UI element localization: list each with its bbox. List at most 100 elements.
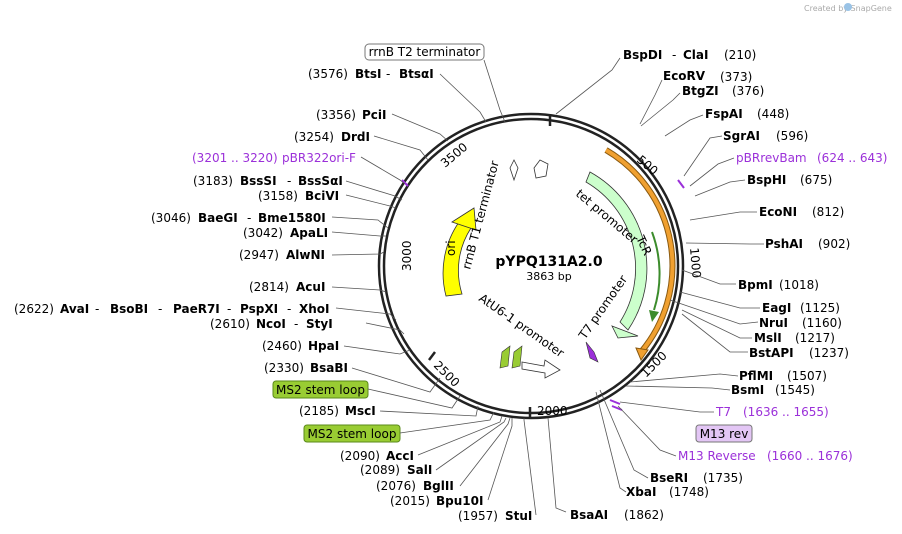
site-pcii[interactable]: (3356) PciI: [316, 108, 387, 122]
site-bpu10i-pos: (2015): [390, 494, 430, 508]
site-alwni[interactable]: (2947) AlwNI: [239, 248, 325, 262]
site-bsabi-pos: (2330): [264, 361, 304, 375]
rrnb-t1-terminator-feature[interactable]: [533, 159, 549, 179]
site-econi-name: EcoNI: [759, 205, 797, 219]
site-ecorv[interactable]: EcoRV (373): [663, 69, 752, 84]
site-bspdi-clai[interactable]: BspDI - ClaI (210): [623, 48, 756, 62]
site-bsaai-name: BsaAI: [570, 508, 608, 522]
site-acci-pos: (2090): [340, 449, 380, 463]
ms2-stem-loop-2-text: MS2 stem loop: [308, 427, 397, 441]
site-sali[interactable]: (2089) SalI: [360, 463, 432, 477]
primer-pbrrevbam-pos: (624 .. 643): [817, 151, 887, 165]
site-sgrai-name: SgrAI: [723, 129, 760, 143]
site-sgrai-pos: (596): [776, 129, 808, 143]
site-bsssai-name: BssSαI: [298, 174, 343, 188]
primer-pbrrevbam[interactable]: pBRrevBam (624 .. 643): [736, 151, 887, 165]
site-btsi-btsai[interactable]: (3576) BtsI - BtsαI: [308, 67, 434, 81]
site-eagi[interactable]: EagI (1125): [762, 301, 840, 315]
site-msli-name: MslI: [754, 331, 782, 345]
site-bseri[interactable]: BseRI (1735): [650, 471, 743, 485]
pbrrevbam-primer-mark[interactable]: [677, 179, 685, 189]
site-btgzi-pos: (376): [732, 84, 764, 98]
orange-feature-arc[interactable]: [604, 148, 675, 354]
site-bsphi[interactable]: BspHI (675): [747, 173, 832, 187]
ori-arrowhead: [451, 207, 477, 231]
primer-t7-name: T7: [715, 405, 731, 419]
ms2-stem-loop-2-box[interactable]: MS2 stem loop: [303, 424, 401, 443]
ms2-stem-loop-2-feature[interactable]: [511, 345, 523, 369]
right-leader-lines: [547, 57, 764, 513]
site-eagi-name: EagI: [762, 301, 791, 315]
site-xbai[interactable]: XbaI (1748): [626, 485, 709, 499]
rrnb-t2-terminator-feature[interactable]: [509, 159, 519, 182]
snapgene-logo-icon: [844, 3, 852, 11]
site-acci-name: AccI: [386, 449, 414, 463]
site-bpu10i-name: Bpu10I: [436, 494, 483, 508]
m13-primer-mark[interactable]: [611, 405, 623, 411]
site-drdi-name: DrdI: [341, 130, 370, 144]
site-avai-name: AvaI: [60, 302, 89, 316]
site-msci[interactable]: (2185) MscI: [299, 404, 376, 418]
site-hpai[interactable]: (2460) HpaI: [262, 339, 339, 353]
ms2-stem-loop-1-feature[interactable]: [499, 345, 511, 369]
t7-promoter-arrow[interactable]: [585, 341, 599, 363]
t7-primer-mark[interactable]: [609, 399, 621, 405]
site-econi[interactable]: EcoNI (812): [759, 205, 844, 219]
site-bseri-name: BseRI: [650, 471, 688, 485]
site-msli[interactable]: MslI (1217): [754, 331, 835, 345]
site-bsaai-pos: (1862): [624, 508, 664, 522]
primer-t7[interactable]: T7 (1636 .. 1655): [715, 405, 829, 419]
site-nrui[interactable]: NruI (1160): [759, 316, 842, 330]
site-styi-name: StyI: [306, 317, 333, 331]
site-sep-dash: -: [227, 302, 231, 316]
site-bsssi-bsssai[interactable]: (3183) BssSI - BssSαI: [193, 174, 343, 188]
tick-3000: 3000: [400, 240, 414, 271]
site-pshai-name: PshAI: [765, 237, 803, 251]
atu6-promoter-arrow[interactable]: [521, 359, 561, 379]
rrnb-t2-terminator-box[interactable]: rrnB T2 terminator: [364, 43, 485, 61]
site-acui[interactable]: (2814) AcuI: [249, 280, 325, 294]
site-bseri-pos: (1735): [703, 471, 743, 485]
tcr-cds-arrow[interactable]: [585, 171, 648, 331]
site-pflmi[interactable]: PflMI (1507): [739, 369, 827, 383]
site-acui-name: AcuI: [296, 280, 325, 294]
site-drdi[interactable]: (3254) DrdI: [294, 130, 370, 144]
m13-rev-box[interactable]: M13 rev: [695, 424, 753, 443]
plasmid-name: pYPQ131A2.0: [495, 254, 602, 270]
site-apali-pos: (3042): [243, 226, 283, 240]
site-fspai[interactable]: FspAI (448): [705, 107, 789, 121]
site-bspdi-name: BspDI: [623, 48, 662, 62]
ms2-stem-loop-1-box[interactable]: MS2 stem loop: [272, 380, 369, 399]
site-btgzi[interactable]: BtgZI (376): [682, 84, 764, 98]
site-bstapi[interactable]: BstAPI (1237): [749, 346, 849, 360]
ms2-stem-loop-1-text: MS2 stem loop: [276, 383, 365, 397]
site-btgzi-name: BtgZI: [682, 84, 719, 98]
site-hpai-pos: (2460): [262, 339, 302, 353]
site-bpu10i[interactable]: (2015) Bpu10I: [390, 494, 483, 508]
site-bpmi[interactable]: BpmI (1018): [738, 278, 819, 292]
pbr322ori-f-primer-mark[interactable]: [401, 179, 409, 187]
site-bpmi-name: BpmI: [738, 278, 773, 292]
site-sep-dash: -: [672, 48, 676, 62]
site-stui-pos: (1957): [458, 509, 498, 523]
site-apali[interactable]: (3042) ApaLI: [243, 226, 328, 240]
site-pshai[interactable]: PshAI (902): [765, 237, 850, 251]
site-stui[interactable]: (1957) StuI: [458, 509, 532, 523]
primer-pbr322ori-f[interactable]: (3201 .. 3220) pBR322ori-F: [192, 151, 356, 165]
primer-m13-reverse[interactable]: M13 Reverse (1660 .. 1676): [678, 449, 853, 463]
site-msli-pos: (1217): [795, 331, 835, 345]
rrnb-t2-terminator-text: rrnB T2 terminator: [369, 45, 481, 59]
site-bcivi[interactable]: (3158) BciVI: [258, 189, 339, 203]
site-drdi-pos: (3254): [294, 130, 334, 144]
site-baegi-bme1580i[interactable]: (3046) BaeGI - Bme1580I: [151, 211, 326, 225]
site-bspdi-pos: (210): [724, 48, 756, 62]
site-xbai-name: XbaI: [626, 485, 656, 499]
site-acci[interactable]: (2090) AccI: [340, 449, 414, 463]
site-sgrai[interactable]: SgrAI (596): [723, 129, 808, 143]
site-bsmi[interactable]: BsmI (1545): [731, 383, 815, 397]
site-bglii[interactable]: (2076) BglII: [376, 479, 454, 493]
site-ncoi-styi[interactable]: (2610) NcoI - StyI: [210, 317, 333, 331]
site-bsaai[interactable]: BsaAI (1862): [570, 508, 664, 522]
site-avai-group[interactable]: (2622) AvaI - BsoBI - PaeR7I - PspXI - X…: [14, 302, 330, 316]
site-bsabi[interactable]: (2330) BsaBI: [264, 361, 348, 375]
